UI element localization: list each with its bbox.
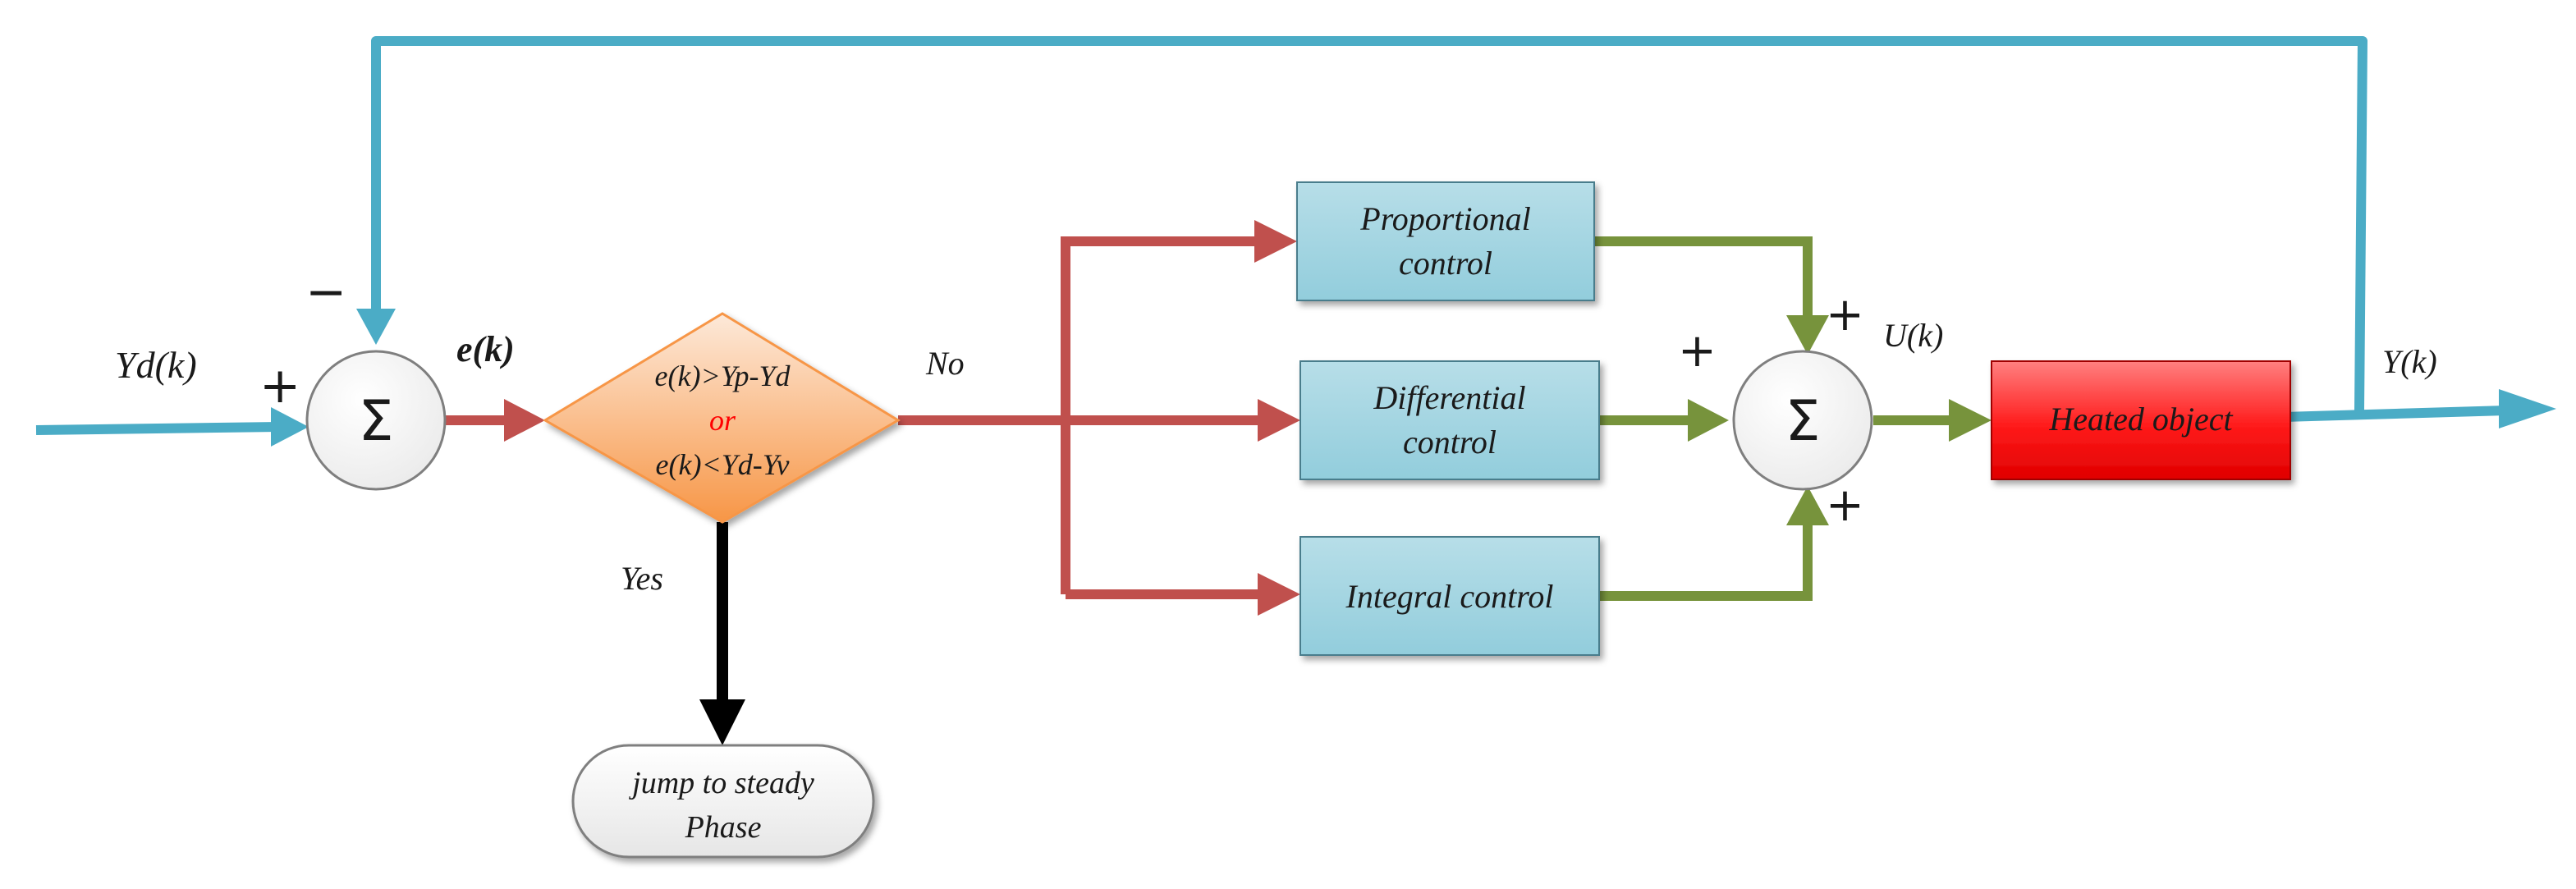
- feedback-minus-sign: −: [305, 263, 346, 321]
- input-summing-junction: Σ: [305, 350, 447, 491]
- feedback-loop: [35, 36, 2508, 435]
- error-label: e(k): [456, 329, 515, 369]
- output-label: Y(k): [2382, 343, 2437, 380]
- output-summing-junction: Σ: [1732, 350, 1873, 491]
- proportional-control-block: [1296, 181, 1595, 301]
- setpoint-label: Yd(k): [115, 344, 197, 386]
- integral-to-sum: [1599, 520, 1813, 601]
- sigma-symbol: Σ: [1785, 389, 1821, 454]
- terminal-line-1: jump to steady: [628, 766, 814, 800]
- integral-sum-arrowhead: [1786, 486, 1829, 525]
- proportional-arrowhead: [1254, 220, 1297, 263]
- integral-control-block: [1299, 536, 1600, 656]
- steady-phase-terminal: [571, 744, 875, 859]
- proportional-sum-arrowhead: [1786, 315, 1829, 355]
- differential-control-block: [1299, 360, 1600, 480]
- sum-path: [1589, 236, 1954, 601]
- heated-object-block: [1991, 360, 2291, 480]
- proportional-label-2: control: [1399, 245, 1492, 282]
- output-line: [2283, 406, 2508, 422]
- decision-condition-1: e(k)>Yp-Yd: [655, 360, 791, 392]
- input-plus-sign: +: [259, 357, 300, 415]
- error-arrowhead: [504, 399, 545, 442]
- integral-arrowhead: [1258, 573, 1300, 616]
- error-path: [443, 236, 1264, 599]
- proportional-plus-sign: +: [1826, 288, 1864, 341]
- integral-plus-sign: +: [1826, 479, 1864, 532]
- yes-arrowhead: [699, 699, 745, 745]
- feedback-line: [371, 36, 2367, 411]
- input-line: [35, 422, 280, 435]
- differential-sum-arrowhead: [1688, 399, 1729, 442]
- differential-label-2: control: [1403, 424, 1497, 461]
- proportional-to-sum: [1589, 236, 1813, 320]
- threshold-decision: [543, 312, 901, 524]
- decision-condition-2: e(k)<Yd-Yv: [656, 448, 790, 481]
- differential-plus-sign: +: [1678, 324, 1717, 378]
- terminal-line-2: Phase: [685, 810, 762, 845]
- sigma-symbol: Σ: [359, 389, 394, 454]
- no-label: No: [925, 345, 965, 382]
- differential-arrowhead: [1258, 399, 1300, 442]
- yes-label: Yes: [621, 560, 663, 597]
- proportional-label-1: Proportional: [1359, 200, 1530, 237]
- output-arrowhead: [2499, 389, 2556, 428]
- differential-label-1: Differential: [1373, 379, 1525, 416]
- integral-label: Integral control: [1345, 578, 1554, 615]
- control-signal-label: U(k): [1883, 317, 1943, 354]
- feedback-arrowhead: [356, 309, 396, 345]
- decision-or-connector: or: [709, 404, 736, 437]
- heated-object-label: Heated object: [2048, 401, 2233, 438]
- plant-input-arrowhead: [1949, 399, 1992, 442]
- branch-to-proportional: [1061, 236, 1261, 594]
- input-arrowhead: [271, 407, 309, 447]
